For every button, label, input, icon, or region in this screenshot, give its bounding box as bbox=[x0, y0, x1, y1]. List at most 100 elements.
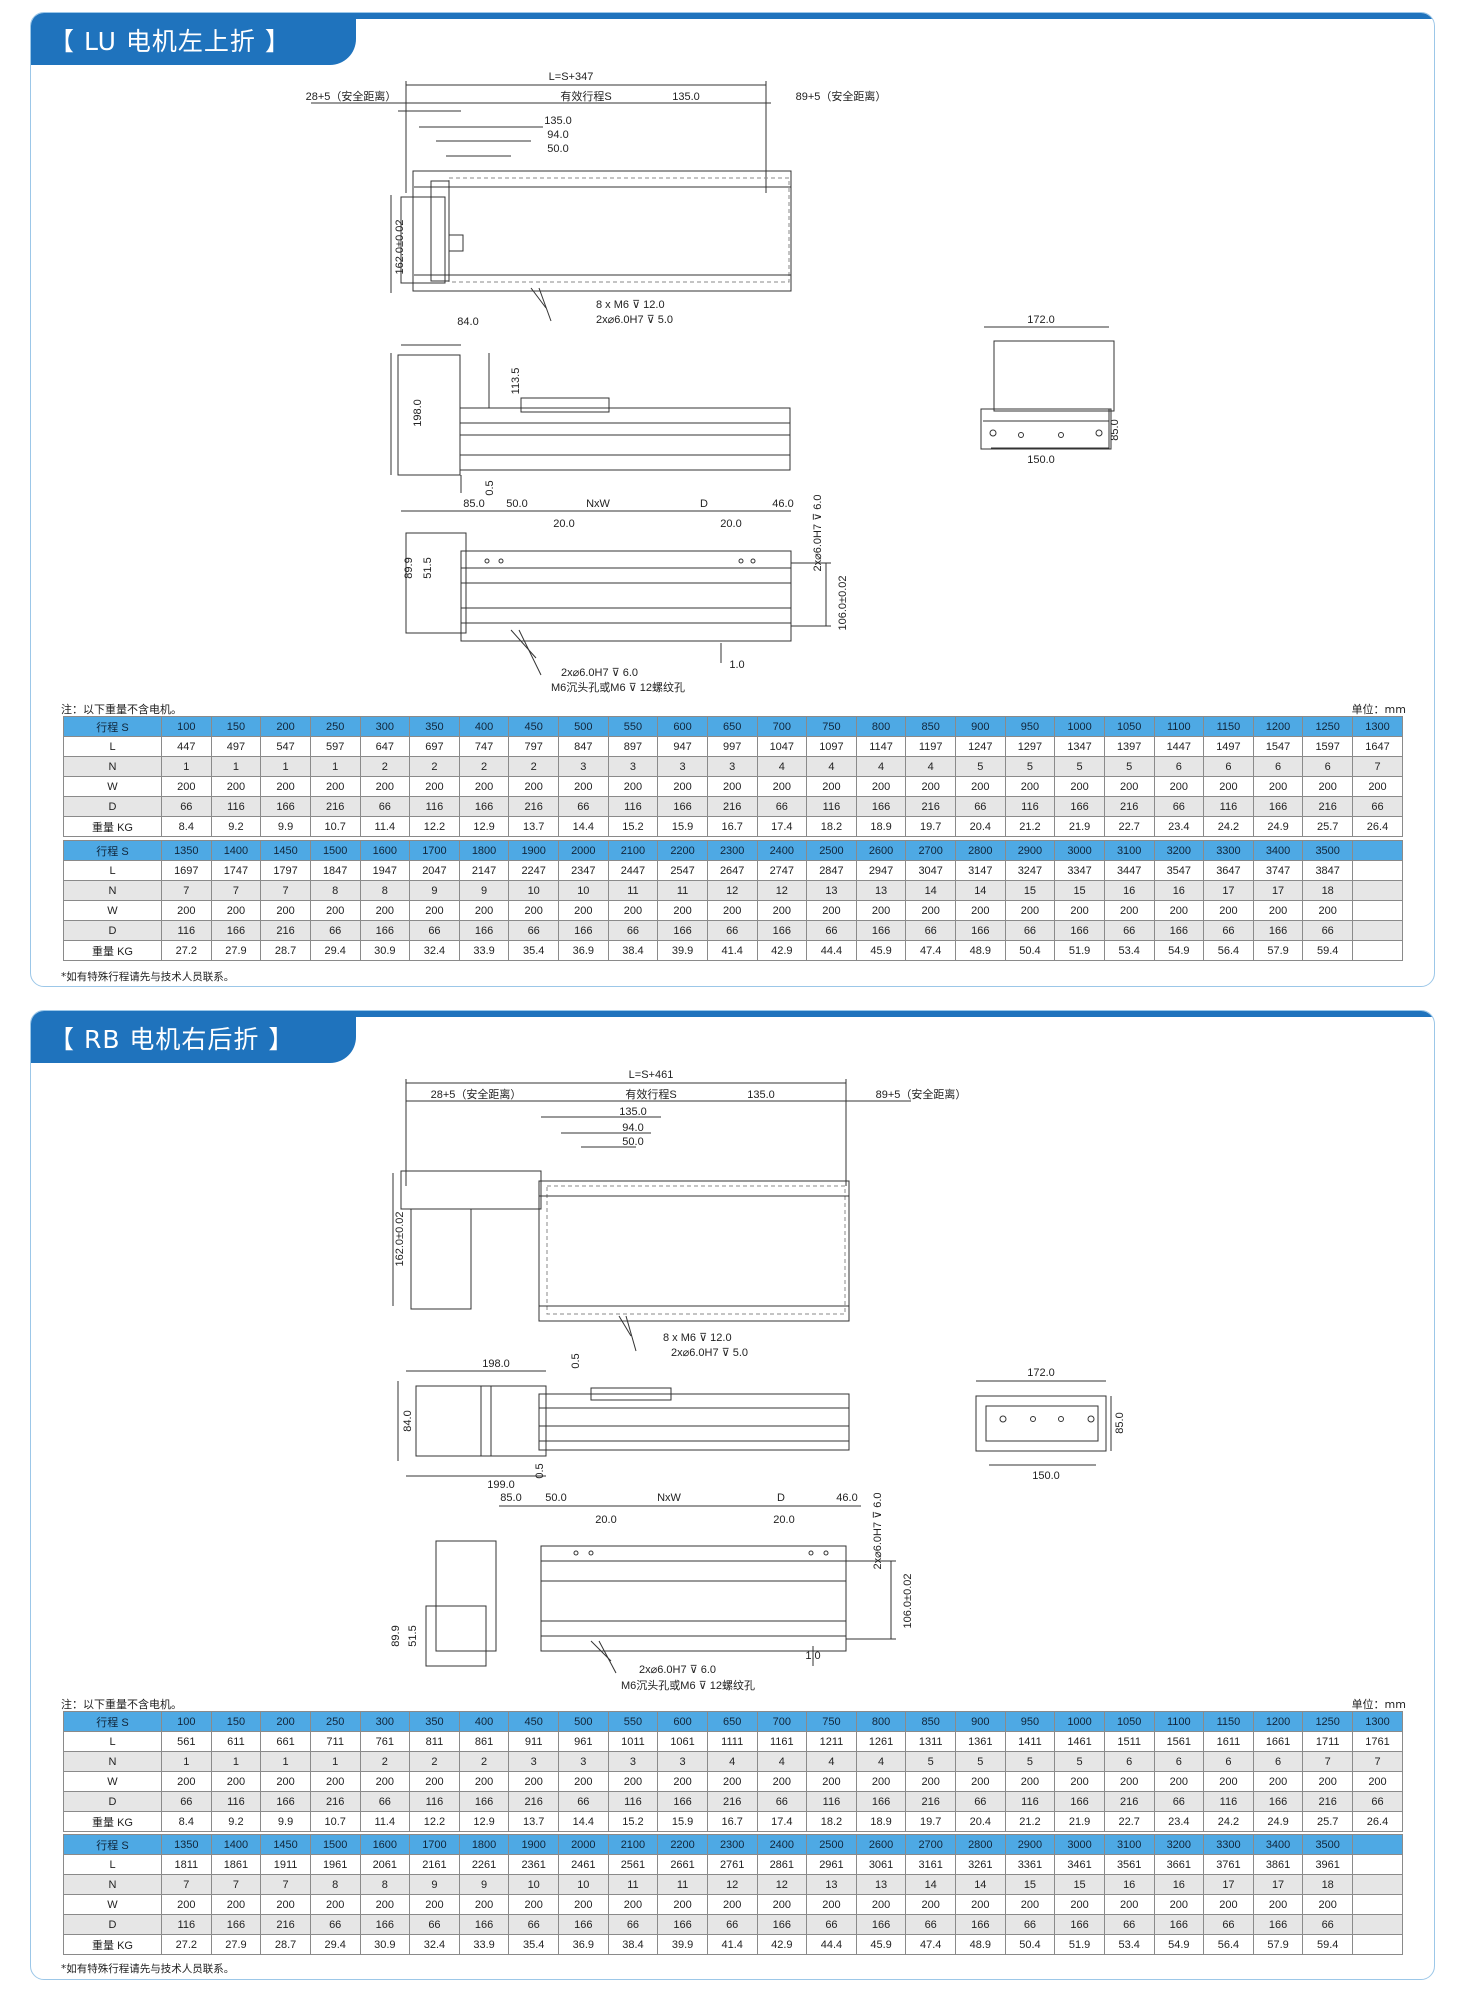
table-cell: 66 bbox=[161, 796, 212, 817]
table-cell: 200 bbox=[1103, 1894, 1155, 1915]
table-cell: 66 bbox=[1352, 1791, 1403, 1812]
table-cell: 1000 bbox=[1054, 1711, 1105, 1732]
table-cell: 200 bbox=[1103, 776, 1155, 797]
dim-pin-6: 2x⌀6.0H7 ⊽ 6.0 bbox=[812, 494, 824, 571]
section-title: 【 LU 电机左上折 】 bbox=[31, 19, 356, 65]
table-cell: 1947 bbox=[359, 860, 411, 881]
table-cell: 2000 bbox=[558, 1834, 609, 1855]
table-cell: 13 bbox=[806, 880, 857, 901]
header-bar bbox=[31, 13, 1434, 19]
table-cell: 2400 bbox=[756, 840, 808, 861]
table-cell: 550 bbox=[607, 1711, 659, 1732]
table-cell: 1700 bbox=[409, 840, 460, 861]
table-cell: 9.9 bbox=[260, 816, 311, 837]
table-cell: 200 bbox=[458, 1771, 510, 1792]
table-cell: 200 bbox=[1203, 776, 1254, 797]
dim-m6-holes: 8 x M6 ⊽ 12.0 bbox=[663, 1332, 732, 1344]
dim-m6-counterbore: M6沉头孔或M6 ⊽ 12螺纹孔 bbox=[551, 680, 685, 694]
table-cell: 2247 bbox=[508, 860, 559, 881]
table-cell: 1047 bbox=[756, 736, 808, 757]
table-cell: 700 bbox=[756, 716, 808, 737]
row-label: D bbox=[63, 920, 162, 941]
table-cell: 200 bbox=[806, 776, 857, 797]
dim-b85: 85.0 bbox=[500, 1492, 521, 1504]
table-cell: 216 bbox=[1103, 796, 1155, 817]
table-cell: 3500 bbox=[1302, 1834, 1353, 1855]
table-cell: 200 bbox=[508, 776, 559, 797]
table-cell: 200 bbox=[260, 776, 311, 797]
table-cell: 1361 bbox=[955, 1731, 1006, 1752]
table-cell: 200 bbox=[210, 1771, 262, 1792]
table-cell bbox=[1352, 940, 1403, 961]
table-cell: 9 bbox=[458, 1874, 510, 1895]
table-cell: 200 bbox=[756, 776, 808, 797]
table-cell: 2600 bbox=[855, 840, 907, 861]
dim-effective-stroke: 有效行程S bbox=[625, 1087, 676, 1101]
table-cell: 200 bbox=[1352, 1771, 1403, 1792]
table-cell: 11.4 bbox=[359, 1811, 411, 1832]
table-cell: 14.4 bbox=[558, 816, 609, 837]
table-cell: 947 bbox=[657, 736, 708, 757]
row-label: 行程 S bbox=[63, 840, 162, 861]
table-cell: 26.4 bbox=[1352, 1811, 1403, 1832]
table-cell: 166 bbox=[1153, 920, 1205, 941]
table-cell: 45.9 bbox=[855, 940, 907, 961]
table-cell: 3461 bbox=[1054, 1854, 1105, 1875]
table-cell: 1 bbox=[309, 1751, 361, 1772]
table-cell: 200 bbox=[607, 776, 659, 797]
table-cell: 2400 bbox=[756, 1834, 808, 1855]
table-cell: 166 bbox=[1252, 796, 1304, 817]
table-cell: 66 bbox=[359, 1791, 411, 1812]
row-label: L bbox=[63, 736, 162, 757]
table-cell: 166 bbox=[657, 1791, 708, 1812]
table-cell: 166 bbox=[855, 1914, 907, 1935]
table-cell: 2547 bbox=[657, 860, 708, 881]
table-cell: 11 bbox=[657, 1874, 708, 1895]
table-cell: 66 bbox=[1352, 796, 1403, 817]
table-cell: 66 bbox=[1004, 920, 1056, 941]
table-cell: 3500 bbox=[1302, 840, 1353, 861]
table-cell: 350 bbox=[409, 716, 460, 737]
table-cell: 16 bbox=[1103, 880, 1155, 901]
table-cell: 1147 bbox=[855, 736, 907, 757]
table-cell: 21.2 bbox=[1004, 1811, 1056, 1832]
row-label: N bbox=[63, 756, 162, 777]
table-cell: 9 bbox=[458, 880, 510, 901]
table-cell: 200 bbox=[409, 900, 460, 921]
table-cell: 11.4 bbox=[359, 816, 411, 837]
table-cell: 2100 bbox=[607, 840, 659, 861]
dim-pin-holes: 2x⌀6.0H7 ⊽ 5.0 bbox=[596, 314, 673, 326]
table-cell: 45.9 bbox=[855, 1934, 907, 1955]
table-cell: 1000 bbox=[1054, 716, 1105, 737]
table-cell: 166 bbox=[657, 920, 708, 941]
table-cell: 9.2 bbox=[210, 816, 262, 837]
dim-length-formula: L=S+347 bbox=[549, 71, 594, 83]
table-cell: 3 bbox=[657, 756, 708, 777]
row-label: 重量 KG bbox=[63, 816, 162, 837]
table-cell: 166 bbox=[1252, 920, 1304, 941]
section-rb: 【 RB 电机右后折 】 bbox=[30, 1010, 1435, 1980]
table-cell: 66 bbox=[706, 920, 758, 941]
table-cell: 1597 bbox=[1302, 736, 1353, 757]
table-cell: 2847 bbox=[806, 860, 857, 881]
table-cell: 200 bbox=[756, 1771, 808, 1792]
table-cell: 850 bbox=[905, 1711, 956, 1732]
table-cell: 2300 bbox=[706, 840, 758, 861]
table-cell: 200 bbox=[409, 1771, 460, 1792]
table-cell: 66 bbox=[806, 920, 857, 941]
table-cell: 3000 bbox=[1054, 1834, 1105, 1855]
table-cell: 997 bbox=[706, 736, 758, 757]
table-cell: 200 bbox=[409, 1894, 460, 1915]
table-cell: 51.9 bbox=[1054, 1934, 1105, 1955]
dim-1-0: 1.0 bbox=[729, 659, 744, 671]
table-cell: 200 bbox=[309, 776, 361, 797]
table-cell: 647 bbox=[359, 736, 411, 757]
table-cell: 6 bbox=[1252, 756, 1304, 777]
table-cell: 19.7 bbox=[905, 816, 956, 837]
table-cell: 66 bbox=[409, 1914, 460, 1935]
table-cell: 47.4 bbox=[905, 1934, 956, 1955]
